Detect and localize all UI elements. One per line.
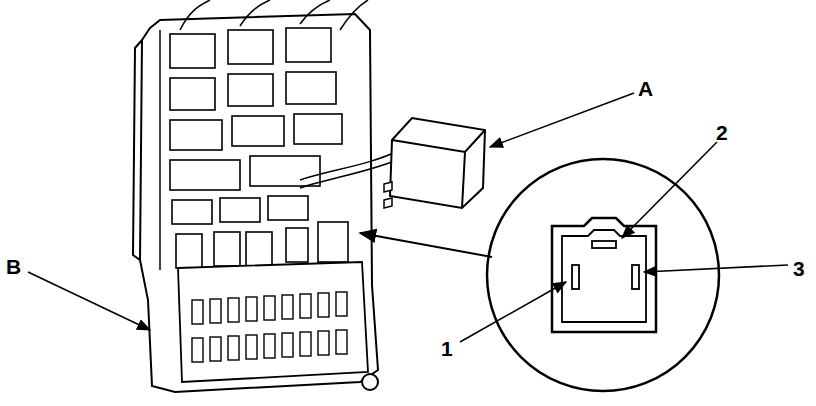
callout-letter: B — [6, 256, 21, 277]
callout-number: 3 — [793, 258, 805, 279]
callout-number: 2 — [716, 122, 728, 143]
fuse-box — [133, 0, 402, 392]
leader-lines — [28, 93, 788, 342]
relay — [384, 118, 485, 208]
callout-letter: A — [638, 78, 653, 99]
connector-detail — [487, 159, 719, 391]
callout-number: 1 — [441, 338, 453, 359]
